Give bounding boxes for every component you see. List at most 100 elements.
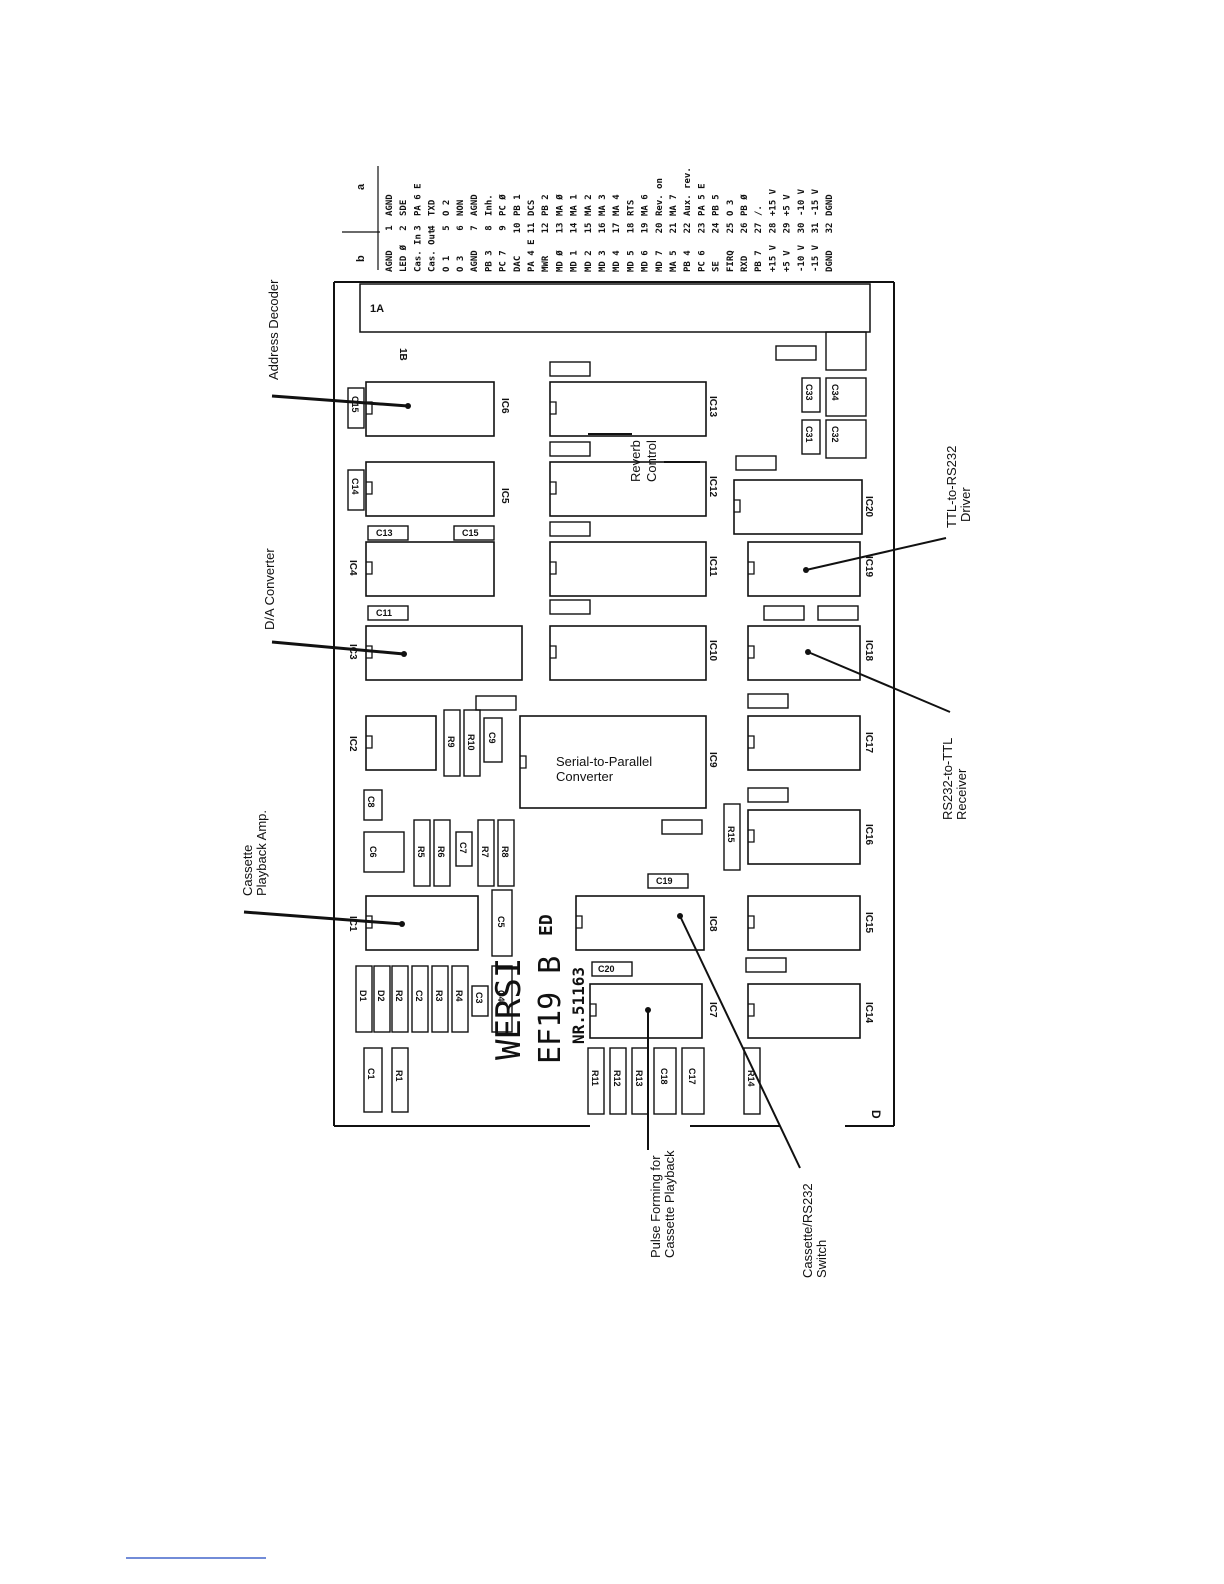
component-labels: C15 C14 C1 R1 D1 D2 R2 C2 R3 R4 C3 C4 C5… — [350, 384, 840, 1087]
pin-b-signal: LED Ø — [398, 244, 409, 272]
ic-label: IC7 — [707, 1002, 718, 1018]
pin-a-signal: PB Ø — [739, 194, 750, 216]
pin-a-signal: PC Ø — [498, 194, 509, 216]
pin-b-signal: PB 7 — [754, 250, 764, 272]
pin-b-signal: MD 2 — [584, 250, 594, 272]
pin-b-signal: MD 1 — [570, 250, 580, 272]
callout-lines — [243, 394, 951, 1169]
connector-label: 1A — [370, 303, 384, 315]
pin-number: 5 — [442, 225, 452, 230]
ic-label: IC11 — [707, 556, 718, 577]
pinout-row: -15 V31-15 V — [811, 188, 821, 272]
pin-b-signal: +5 V — [783, 250, 793, 272]
cap-label: C11 — [376, 608, 392, 618]
pin-b-signal: Cas. Out — [428, 229, 438, 272]
pin-b-signal: MD 7 — [655, 250, 665, 272]
pin-number: 31 — [811, 223, 821, 234]
pin-a-signal: -15 V — [811, 188, 821, 216]
cassette-switch-label-1: Cassette/RS232 — [800, 1183, 815, 1278]
pin-b-signal: PA 4 E — [527, 239, 537, 272]
res-label: R11 — [590, 1070, 600, 1086]
cap-label: C34 — [830, 384, 840, 401]
pin-b-signal: FIRQ — [726, 250, 736, 272]
board-code: ED — [536, 914, 557, 936]
ic-label: IC17 — [863, 732, 874, 754]
pin-a-signal: AGND — [470, 194, 480, 216]
ic-label: IC13 — [707, 396, 718, 418]
diode-label: D2 — [376, 990, 386, 1002]
pinout-col-a-header: a — [355, 183, 367, 190]
pin-b-signal: +15 V — [768, 244, 778, 272]
pin-b-signal: O 1 — [442, 256, 452, 272]
cap-label: C6 — [368, 846, 378, 858]
pin-b-signal: PB 4 — [683, 250, 693, 272]
pinout-row: +5 V 29 +5 V — [783, 194, 793, 272]
ic-notches — [366, 401, 755, 1017]
corner-label: 1B — [397, 348, 408, 361]
pin-number: 14 — [570, 222, 580, 233]
horizontal-capacitors — [367, 345, 859, 977]
pin-number: 27 — [754, 223, 764, 234]
pinout-row: -10 V30-10 V — [797, 188, 807, 272]
pin-a-signal: +15 V — [768, 188, 778, 216]
res-label: R15 — [726, 826, 736, 843]
pulse-forming-label-1: Pulse Forming for — [648, 1155, 663, 1258]
ic-label: IC4 — [347, 560, 358, 576]
pin-a-signal: MA 1 — [570, 194, 580, 216]
ic-body — [549, 461, 707, 517]
pin-number: 29 — [783, 223, 793, 234]
pin-number: 11 — [527, 223, 537, 234]
ic-label: IC3 — [347, 644, 358, 660]
res-label: R2 — [394, 990, 404, 1002]
pin-a-signal: Rev. on — [655, 178, 665, 216]
pinout-row: MD 1 14 MA 1 — [570, 194, 580, 272]
cap-label: C19 — [656, 876, 673, 886]
pin-a-signal: NON — [456, 200, 466, 216]
ic-label: IC14 — [863, 1002, 874, 1024]
cap-label: C1 — [366, 1068, 376, 1080]
pin-b-signal: MD 6 — [641, 250, 651, 272]
res-label: R6 — [436, 846, 446, 858]
pin-number: 12 — [541, 223, 551, 234]
part-number: NR.51163 — [569, 967, 588, 1044]
pin-b-signal: AGND — [385, 250, 395, 272]
cap-label: C18 — [659, 1068, 669, 1085]
ic-label: IC10 — [707, 640, 718, 662]
pin-number: 2 — [399, 225, 409, 230]
model-name: EF19 B — [533, 956, 568, 1064]
res-label: R14 — [746, 1070, 756, 1087]
pin-a-signal: DGND — [825, 194, 835, 216]
pin-number: 4 — [428, 225, 438, 231]
ic-body — [747, 541, 861, 597]
cap-label: C7 — [458, 842, 468, 854]
pinout-header — [342, 166, 380, 270]
pin-a-signal: +5 V — [783, 194, 793, 216]
ic-body — [747, 983, 861, 1039]
pin-a-signal: Aux. rev. — [683, 167, 693, 216]
pin-number: 26 — [740, 223, 750, 234]
cap-label: C17 — [687, 1068, 697, 1085]
board-brand-block: WERSI EF19 B NR.51163 ED — [489, 914, 588, 1064]
ic-labels: IC1 IC2 IC3 IC4 IC5 IC6 IC7 IC8 IC9 IC10… — [347, 396, 874, 1024]
diode-label: D1 — [358, 990, 368, 1002]
pin-a-signal: MA 6 — [641, 194, 651, 216]
res-label: R3 — [434, 990, 444, 1002]
pin-number: 30 — [797, 223, 807, 234]
pin-number: 7 — [470, 225, 480, 230]
ic-body — [575, 895, 705, 951]
ic-label: IC15 — [863, 912, 874, 934]
pin-b-signal: PC 6 — [697, 250, 707, 272]
ttl-rs232-label-2: Driver — [958, 487, 973, 522]
ic-label: IC12 — [707, 476, 718, 498]
